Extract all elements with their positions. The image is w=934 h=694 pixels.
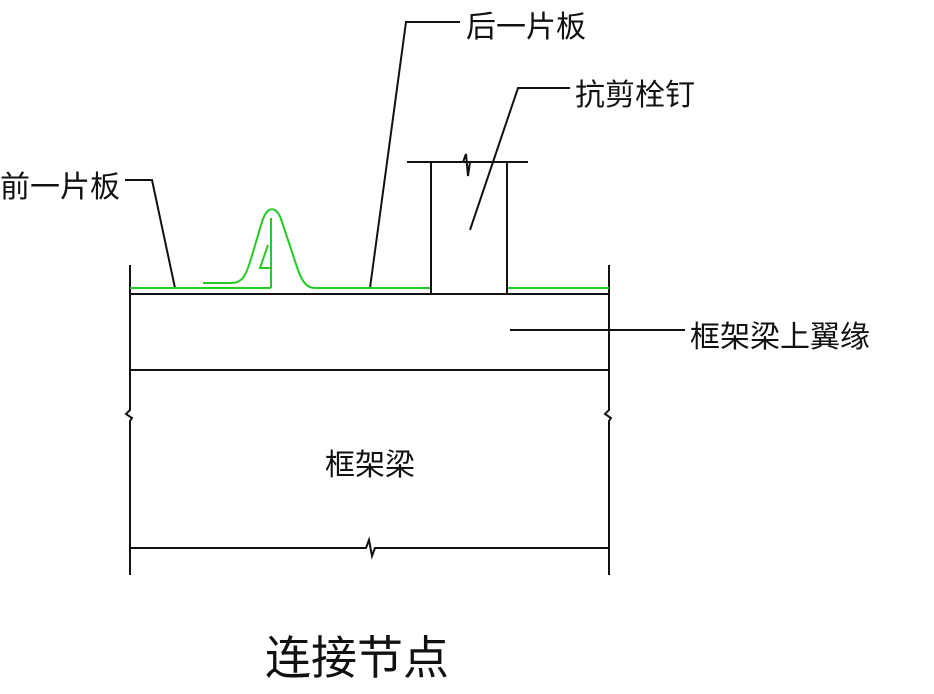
leader-shear-stud [469, 87, 570, 231]
deck-panels [130, 208, 609, 289]
beam-right-edge [603, 265, 613, 575]
leader-rear-panel [369, 21, 460, 289]
leader-front-panel [125, 179, 176, 289]
label-shear-stud: 抗剪栓钉 [575, 78, 695, 113]
width-dimension-line [130, 536, 609, 560]
label-frame-beam: 框架梁 [325, 448, 415, 483]
beam-left-edge [124, 265, 134, 575]
label-front-panel: 前一片板 [0, 170, 120, 205]
label-rear-panel: 后一片板 [466, 10, 586, 45]
shear-stud [430, 161, 508, 295]
label-top-flange: 框架梁上翼缘 [690, 320, 870, 355]
caption: 连接节点 [265, 631, 449, 685]
stud-head-line [407, 153, 528, 177]
